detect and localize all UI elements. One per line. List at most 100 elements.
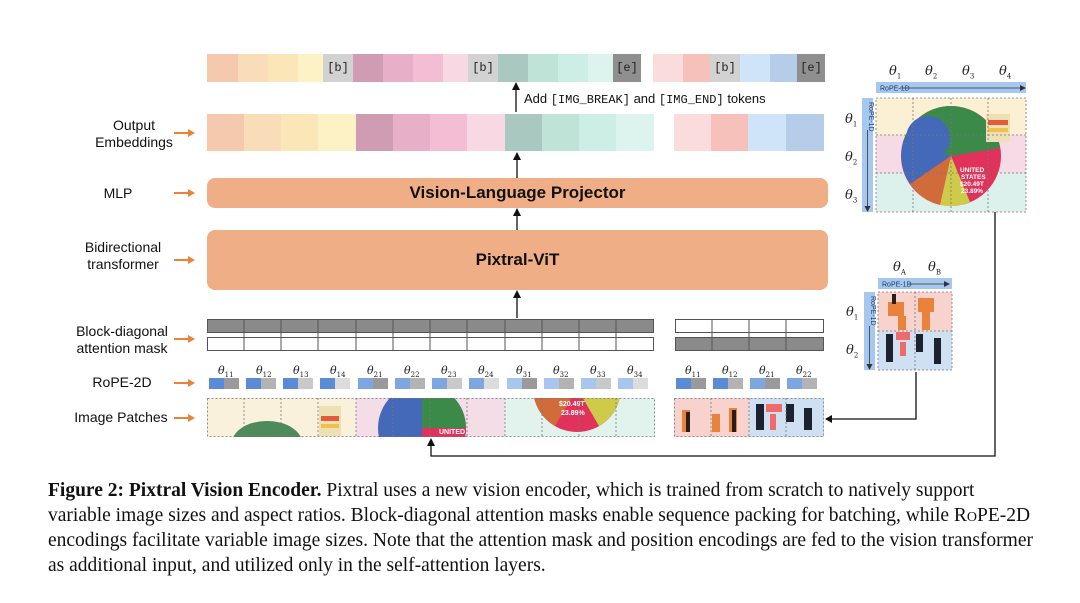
token-cell [238,54,268,82]
arrow-icon [174,129,195,137]
label-rope2d: RoPE-2D [92,374,152,390]
rope-enc-row [750,378,765,389]
arrow-icon [174,414,195,422]
token-cell [443,54,468,82]
token-cell [653,54,683,82]
rope-enc-col [410,378,425,389]
rope-small-graphic: RoPE-1D RoPE-1D [864,278,953,371]
image-patches-image2 [674,398,824,437]
rope-enc-row [246,378,261,389]
embedding-cell [430,114,467,151]
vision-language-projector: Vision-Language Projector [207,178,828,208]
rope-theta: θ21 [759,364,775,380]
rope-enc-row [358,378,373,389]
patch-percent-text: 23.89% [561,410,586,417]
pie-value: $20.49T [960,181,984,188]
add-tokens-mid: and [629,91,659,106]
rope-theta: θ12 [722,364,738,380]
patch-country-text: UNITED [439,429,465,436]
rope-row-theta: θ3 [845,188,858,205]
rope-enc-row [395,378,410,389]
add-tokens-prefix: Add [524,91,551,106]
token-cell [498,54,528,82]
rope-row-theta: θ2 [845,150,858,167]
token-cell [770,54,797,82]
rope-enc-row [209,378,224,389]
end-token: [e] [613,54,641,82]
rope-theta: θ22 [404,364,420,380]
rope-col-theta: θ4 [999,64,1012,81]
rope-enc-col [633,378,648,389]
rope-theta: θ11 [685,364,701,380]
token-cell [298,54,323,82]
rope-enc-col [335,378,350,389]
label-mlp: MLP [103,185,133,201]
img-break-token-text: [IMG_BREAK] [550,93,630,107]
patch-value-text: $20.49T [559,401,585,408]
rope-enc-row [283,378,298,389]
rope-col-theta: θ1 [889,64,902,81]
rope-theta: θ12 [256,364,272,380]
rope-enc-row [676,378,691,389]
rope-enc-col [261,378,276,389]
rope-enc-col [522,378,537,389]
rope-enc-col [224,378,239,389]
token-cell [588,54,613,82]
pixtral-vit: Pixtral-ViT [207,230,828,290]
token-cell [353,54,383,82]
token-cell [268,54,298,82]
embedding-cell [579,114,616,151]
rope-col-theta: θA [893,260,906,277]
embedding-cell [207,114,244,151]
caption-body-2: encodings facilitate variable image size… [48,530,1033,576]
rope-1d-side-label: RoPE-1D [869,296,876,326]
rope-enc-col [728,378,743,389]
embedding-cell [505,114,542,151]
caption-title: Figure 2: Pixtral Vision Encoder. [48,480,322,501]
rope-enc-col [765,378,780,389]
arrow-icon [174,256,195,264]
up-arrow-icon [512,82,520,112]
token-cell [413,54,443,82]
rope-row-theta: θ1 [845,112,858,129]
label-bidirectional: Bidirectional transformer [84,239,162,272]
rope-large-graphic: RoPE-1D RoPE-1D UNITED STATES $20.49T 23… [862,82,1027,213]
image-patches-image1: UNITED $20.49T 23.89% [207,398,655,437]
token-cell [683,54,710,82]
break-token: [b] [468,54,498,82]
embedding-cell [318,114,356,151]
token-cell [207,54,238,82]
label-output-embeddings: Output Embeddings [95,117,173,150]
embedding-cell [748,114,786,151]
up-arrow-icon [513,290,521,318]
rope-theta: θ24 [478,364,494,380]
token-cell [740,54,770,82]
embedding-cell [467,114,505,151]
arrow-icon [174,189,195,197]
rope-theta: θ11 [218,364,234,380]
embedding-cell [674,114,711,151]
arrow-icon [174,379,195,387]
rope-1d-bar-label: RoPE-1D [880,86,910,93]
rope-enc-row [469,378,484,389]
rope-theta: θ32 [553,364,569,380]
embedding-cell [393,114,430,151]
arrow-icon [174,335,195,343]
token-cell [528,54,558,82]
token-cell [558,54,588,82]
pie-country-line2: STATES [961,174,986,181]
rope-col-theta: θ3 [962,64,975,81]
add-tokens-suffix: tokens [723,91,766,106]
embedding-cell [356,114,393,151]
token-cell [383,54,413,82]
break-token: [b] [710,54,740,82]
rope-enc-row [618,378,633,389]
embedding-cell [711,114,748,151]
pie-percent: 23.89% [961,188,983,195]
rope-enc-col [298,378,313,389]
rope-enc-col [802,378,817,389]
rope-col-theta: θ2 [925,64,938,81]
